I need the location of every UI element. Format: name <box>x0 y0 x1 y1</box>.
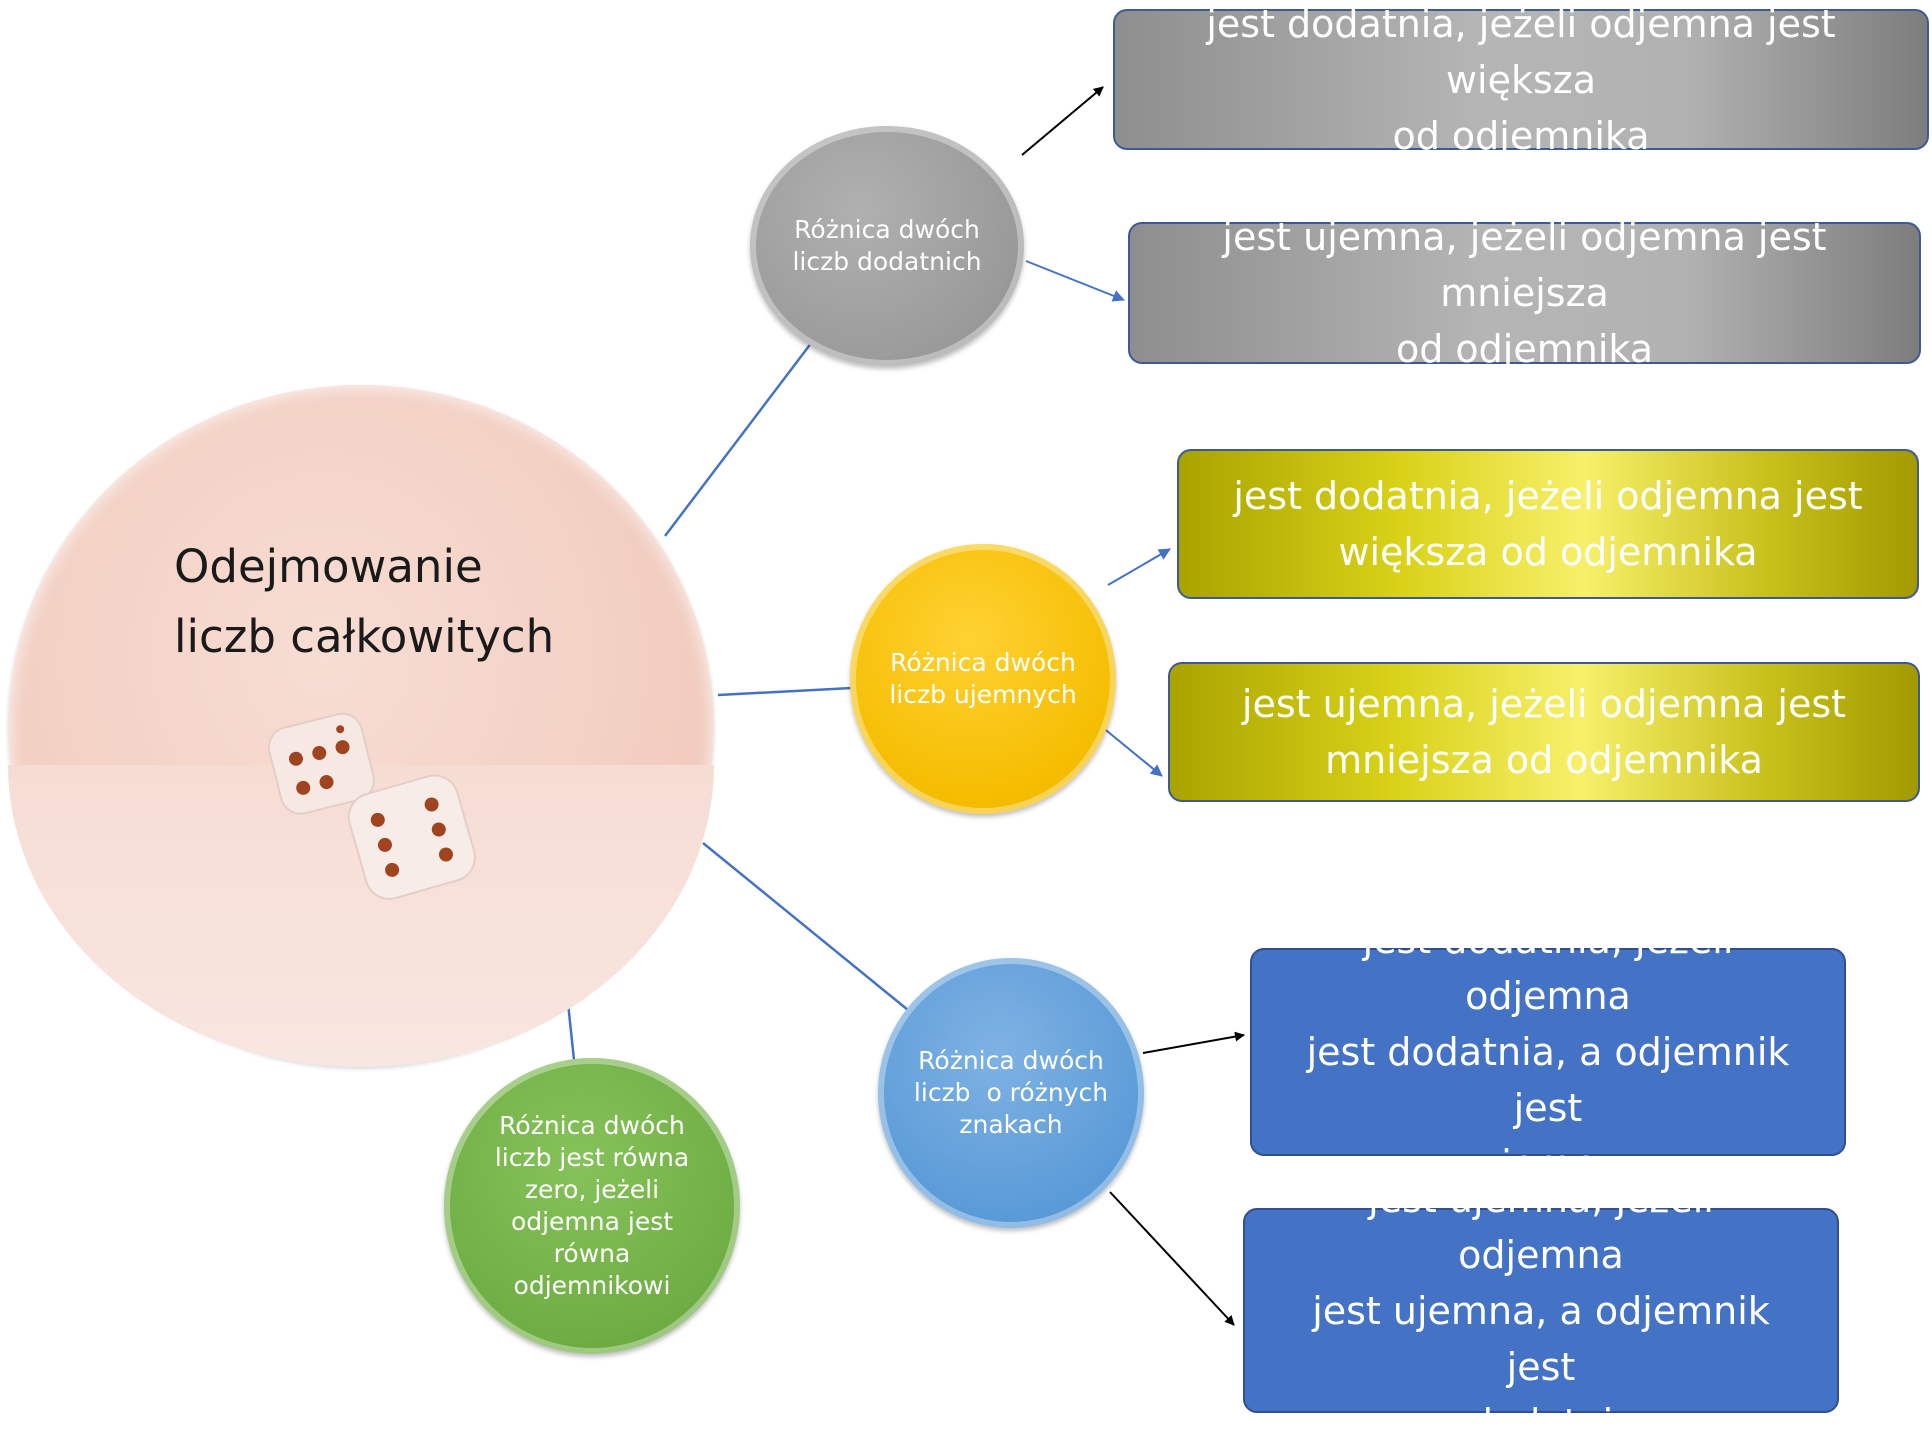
connector-main-yellow <box>717 686 853 697</box>
node-mixed-signs: Różnica dwóch liczb o różnych znakach <box>878 958 1144 1228</box>
rule-text: jest dodatnia, a odjemnik jest <box>1306 1030 1790 1130</box>
rule-text: jest dodatnia, jeżeli odjemna jest <box>1233 474 1863 518</box>
arrow-gray-top <box>1021 86 1104 156</box>
dice-icon <box>267 712 476 900</box>
rule-text: od odjemnika <box>1395 327 1654 371</box>
rule-text: większa od odjemnika <box>1338 530 1758 574</box>
rule-text: ujemny <box>1477 1142 1619 1186</box>
node-mixed-label-2: liczb o różnych <box>913 1078 1109 1107</box>
rule-text: jest dodatnia, jeżeli odjemna jest więks… <box>1206 1 1836 102</box>
node-negative-label-1: Różnica dwóch <box>890 648 1076 677</box>
main-title: Odejmowanie liczb całkowitych <box>174 532 554 672</box>
connector-main-gray <box>664 341 813 537</box>
rule-box-negative-smaller: jest ujemna, jeżeli odjemna jest mniejsz… <box>1168 662 1920 802</box>
rule-text: od odjemnika <box>1392 113 1650 158</box>
rule-text: jest ujemna, jeżeli odjemna jest mniejsz… <box>1222 215 1827 315</box>
rule-box-mixed-positive: jest dodatnia, jeżeli odjemna jest dodat… <box>1250 918 1846 1186</box>
rule-text: jest ujemna, a odjemnik jest <box>1312 1288 1770 1389</box>
arrow-yellow-bottom <box>1095 721 1163 777</box>
connector-main-blue <box>702 842 909 1011</box>
rule-box-negative-greater: jest dodatnia, jeżeli odjemna jest więks… <box>1177 449 1919 599</box>
node-mixed-label-3: znakach <box>959 1110 1063 1139</box>
rule-text: jest ujemna, jeżeli odjemna <box>1368 1176 1714 1277</box>
rule-box-positive-greater: jest dodatnia, jeżeli odjemna jest więks… <box>1113 2 1929 158</box>
node-zero-label-2: liczb jest równa <box>494 1143 690 1172</box>
rule-text: jest dodatnia, jeżeli odjemna <box>1362 918 1734 1018</box>
node-zero-label-1: Różnica dwóch <box>499 1111 685 1140</box>
main-title-line-2: liczb całkowitych <box>174 610 555 663</box>
node-negative-numbers: Różnica dwóch liczb ujemnych <box>850 544 1116 814</box>
node-positive-numbers: Różnica dwóch liczb dodatnich <box>750 126 1024 366</box>
node-equal-zero: Różnica dwóch liczb jest równa zero, jeż… <box>444 1058 740 1354</box>
arrow-yellow-top <box>1107 548 1171 586</box>
node-zero-label-4: odjemna jest <box>510 1207 674 1236</box>
rule-text: dodatni <box>1468 1400 1614 1445</box>
rule-text: mniejsza od odjemnika <box>1325 738 1763 782</box>
node-mixed-label-1: Różnica dwóch <box>918 1046 1104 1075</box>
node-zero-label-3: zero, jeżeli <box>524 1175 660 1204</box>
node-zero-label-5: równa <box>553 1239 631 1268</box>
connector-main-green <box>566 1002 576 1061</box>
node-positive-label-1: Różnica dwóch <box>794 215 980 244</box>
arrow-blue-bottom <box>1109 1191 1235 1326</box>
connectors <box>566 86 1245 1326</box>
node-negative-label-2: liczb ujemnych <box>889 680 1077 709</box>
main-title-line-1: Odejmowanie <box>174 540 483 593</box>
rule-box-positive-smaller: jest ujemna, jeżeli odjemna jest mniejsz… <box>1128 215 1921 371</box>
node-positive-label-2: liczb dodatnich <box>792 247 982 276</box>
arrow-gray-bottom <box>1025 260 1125 302</box>
arrow-blue-top <box>1142 1031 1245 1054</box>
mind-map-diagram: Odejmowanie liczb całkowitych Różnica dw… <box>8 2 1929 1445</box>
rule-text: jest ujemna, jeżeli odjemna jest <box>1241 682 1847 726</box>
node-zero-label-6: odjemnikowi <box>513 1271 671 1300</box>
rule-box-mixed-negative: jest ujemna, jeżeli odjemna jest ujemna,… <box>1243 1177 1839 1445</box>
